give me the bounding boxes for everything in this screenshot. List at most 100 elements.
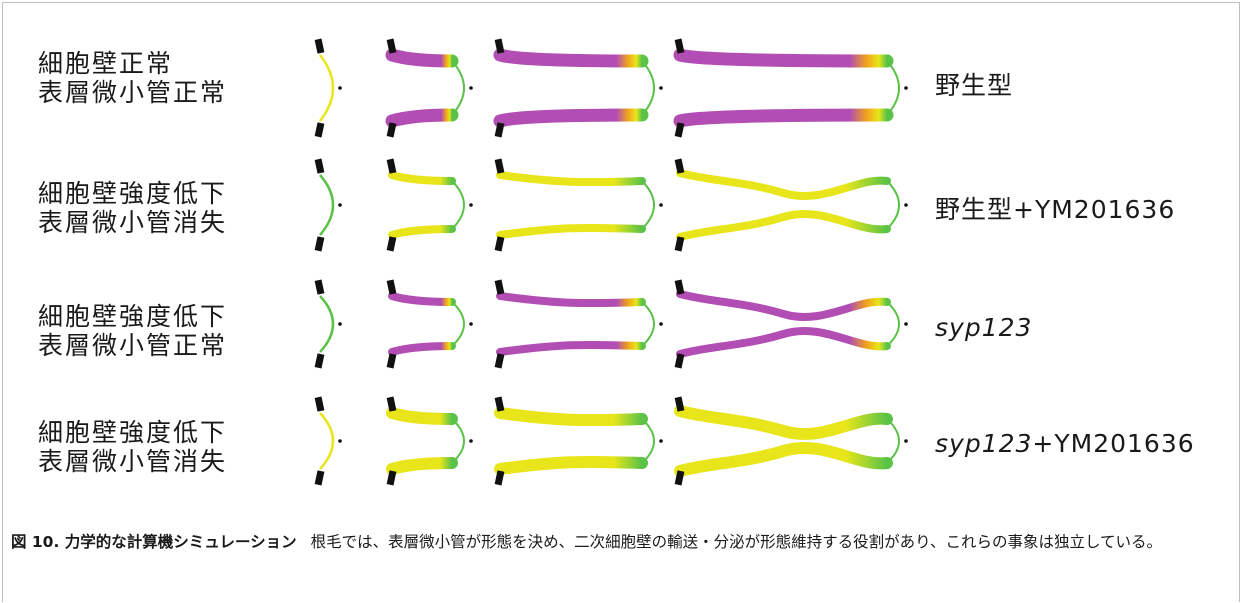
root-hair-row1-stage4-tip (886, 60, 900, 116)
root-hair-row4-stage3-tip-dot (659, 439, 663, 443)
root-hair-row1-stage2-upper (385, 48, 459, 68)
root-hair-row2-stage4-upper (676, 169, 891, 201)
root-hair-row1-stage4-base-lower (674, 122, 685, 138)
root-hair-row4-stage2-tip (451, 418, 465, 464)
frame-right-border (1239, 2, 1240, 602)
figure-caption: 図 10. 力学的な計算機シミュレーション根毛では、表層微小管が形態を決め、二次… (11, 527, 1233, 558)
row-2-label: 細胞壁強度低下 表層微小管消失 (38, 179, 227, 237)
root-hair-row2-stage4-tip (886, 180, 900, 230)
root-hair-row2-stage3-tip-dot (659, 203, 663, 207)
root-hair-row4-stage2-base-lower (386, 470, 397, 486)
strain-label-syp123-ym: syp123+YM201636 (935, 429, 1195, 458)
root-hair-row1-stage1 (319, 54, 335, 122)
root-hair-row3-stage4-upper (676, 290, 891, 322)
root-hair-row4-stage2-upper (386, 407, 458, 425)
root-hair-row4-stage4-lower (674, 442, 893, 477)
root-hair-row3-stage2-tip (451, 301, 465, 347)
root-hair-row2-stage1-base-lower (314, 236, 325, 252)
root-hair-row3-stage1-base-upper (314, 279, 325, 295)
root-hair-row2-stage2-tip-dot (469, 203, 473, 207)
root-hair-row2-stage4-lower (676, 209, 891, 241)
root-hair-row1-stage3-tip (641, 60, 655, 116)
root-hair-row4-stage4-base-lower (674, 470, 685, 486)
root-hair-row2-stage2-upper (388, 171, 456, 185)
row-1-label-line2: 表層微小管正常 (38, 78, 228, 107)
root-hair-row1-stage4-lower (673, 108, 894, 128)
root-hair-row2-stage2-base-upper (386, 158, 397, 174)
root-hair-row4-stage4-upper (674, 405, 893, 440)
root-hair-row4-stage3-base-upper (494, 396, 505, 412)
root-hair-row1-stage2-lower (385, 108, 459, 128)
root-hair-row3-stage1 (319, 295, 335, 353)
root-hair-row2-stage3-base-upper (494, 158, 505, 174)
root-hair-row3-stage1-base-lower (314, 353, 325, 369)
strain-label-wild-type: 野生型 (935, 71, 1013, 100)
root-hair-row3-stage2-tip-dot (469, 322, 473, 326)
root-hair-row3-stage2-base-lower (386, 353, 397, 369)
root-hair-row1-stage4-tip-dot (904, 86, 908, 90)
root-hair-row3-stage2-upper (388, 292, 456, 306)
root-hair-row2-stage1-base-upper (314, 158, 325, 174)
root-hair-row1-stage3-base-lower (494, 122, 505, 138)
root-hair-row3-stage3-tip-dot (659, 322, 663, 326)
root-hair-row1-stage2-base-lower (386, 122, 397, 138)
root-hair-row2-stage3-base-lower (494, 236, 505, 252)
root-hair-row3-stage3-base-lower (494, 353, 505, 369)
root-hair-row2-stage3-upper (496, 171, 646, 187)
root-hair-row4-stage3-tip (641, 418, 655, 464)
row-1-label: 細胞壁正常 表層微小管正常 (38, 49, 227, 107)
root-hair-row1-stage1-base-upper (314, 38, 325, 54)
frame-top-border (2, 2, 1240, 3)
root-hair-row1-stage2-tip-dot (469, 86, 473, 90)
root-hair-row2-stage4-base-lower (674, 236, 685, 252)
root-hair-row1-stage3-base-upper (494, 38, 505, 54)
root-hair-row3-stage1-tip-dot (338, 322, 342, 326)
root-hair-row3-stage3-base-upper (494, 279, 505, 295)
row-1-label-line1: 細胞壁正常 (38, 49, 174, 78)
root-hair-row4-stage2-base-upper (386, 396, 397, 412)
root-hair-row1-stage4-upper (673, 48, 894, 68)
strain-name: 野生型 (935, 71, 1014, 100)
root-hair-row4-stage2-lower (386, 457, 458, 475)
caption-title: 図 10. 力学的な計算機シミュレーション (11, 533, 297, 551)
strain-gene-italic: syp123 (935, 429, 1033, 458)
root-hair-row4-stage1-base-upper (314, 396, 325, 412)
root-hair-row1-stage3-upper (493, 48, 649, 68)
root-hair-row4-stage1 (319, 412, 335, 470)
root-hair-row1-stage2-tip (451, 60, 465, 116)
root-hair-row2-stage2-tip (451, 180, 465, 230)
root-hair-row1-stage4-base-upper (674, 38, 685, 54)
caption-body: 根毛では、表層微小管が形態を決め、二次細胞壁の輸送・分泌が形態維持する役割があり… (310, 533, 1163, 551)
row-4-label-line2: 表層微小管消失 (38, 447, 228, 476)
row-3-label-line1: 細胞壁強度低下 (38, 302, 228, 331)
simulation-grid (314, 38, 908, 486)
root-hair-row2-stage3-tip (641, 180, 655, 230)
root-hair-row3-stage3-upper (496, 292, 646, 308)
row-4-label-line1: 細胞壁強度低下 (38, 418, 228, 447)
root-hair-row1-stage1-tip-dot (338, 86, 342, 90)
root-hair-row2-stage4-tip-dot (904, 203, 908, 207)
strain-name: 野生型+YM201636 (935, 195, 1176, 224)
root-hair-row2-stage1-tip-dot (338, 203, 342, 207)
row-2-label-line1: 細胞壁強度低下 (38, 179, 228, 208)
root-hair-row4-stage3-upper (494, 407, 648, 427)
root-hair-row3-stage3-tip (641, 301, 655, 347)
root-hair-row4-stage4-tip (886, 418, 900, 464)
strain-label-syp123: syp123 (935, 313, 1032, 342)
root-hair-row3-stage4-tip (886, 301, 900, 347)
root-hair-row3-stage2-base-upper (386, 279, 397, 295)
frame-left-border (2, 2, 3, 602)
root-hair-row4-stage4-tip-dot (904, 439, 908, 443)
root-hair-row2-stage3-lower (496, 223, 646, 239)
root-hair-row3-stage2-lower (388, 342, 456, 356)
root-hair-row3-stage3-lower (496, 340, 646, 356)
root-hair-row3-stage4-base-lower (674, 353, 685, 369)
strain-gene-italic: syp123 (935, 313, 1033, 342)
strain-suffix: +YM201636 (1032, 429, 1195, 458)
row-3-label: 細胞壁強度低下 表層微小管正常 (38, 302, 227, 360)
root-hair-row2-stage4-base-upper (674, 158, 685, 174)
root-hair-row2-stage1 (319, 174, 335, 236)
root-hair-row4-stage4-base-upper (674, 396, 685, 412)
root-hair-row3-stage4-tip-dot (904, 322, 908, 326)
